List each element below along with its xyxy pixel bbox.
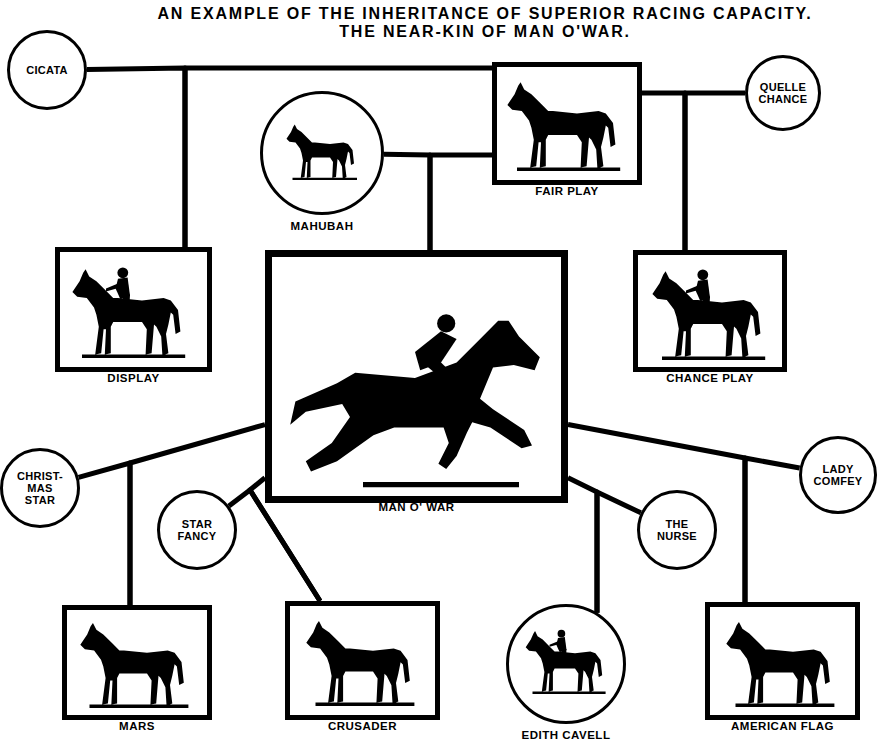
jockey-silhouette: [415, 314, 457, 378]
circle-outline: [260, 91, 384, 215]
horse-circle: MAHUBAH: [260, 91, 384, 215]
horse-circle: CHRIST- MAS STAR: [0, 448, 80, 528]
circle-outline: [508, 606, 625, 723]
horse-circle: CICATA: [7, 30, 87, 110]
horse-rider-silhouette: [652, 269, 765, 360]
horse-silhouette: [507, 82, 620, 171]
dam-name: STAR FANCY: [168, 518, 226, 542]
horse-name: EDITH CAVELL: [522, 729, 611, 742]
rider-silhouette: [550, 630, 567, 664]
horse-name: AMERICAN FLAG: [731, 720, 834, 733]
horse-silhouette: [306, 621, 414, 706]
horse-portrait-box: DISPLAY: [55, 247, 212, 372]
horse-name: CRUSADER: [328, 720, 397, 733]
pedigree-line: [130, 425, 265, 605]
horse-name: MAN O' WAR: [378, 501, 454, 514]
pedigree-line: [229, 490, 320, 601]
horse-portrait-box: CRUSADER: [285, 601, 440, 720]
horse-rider-silhouette: [72, 267, 185, 358]
pedigree-line: [642, 93, 685, 250]
circle-outline: [747, 57, 820, 130]
horse-silhouette: [287, 125, 358, 181]
horse-silhouette: [290, 321, 540, 487]
horse-portrait-box: MARS: [62, 605, 212, 720]
circle-outline: [262, 93, 383, 214]
pedigree-line: [745, 458, 800, 602]
pedigree-line: [685, 93, 745, 250]
horse-rider-silhouette: [526, 630, 606, 694]
horse-silhouette: [80, 623, 188, 708]
horse-name: FAIR PLAY: [535, 185, 599, 198]
horse-circle: LADY COMFEY: [799, 436, 877, 514]
horse-circle: STAR FANCY: [157, 490, 237, 570]
horse-portrait-box: MAN O' WAR: [265, 250, 568, 503]
horse-portrait-box: CHANCE PLAY: [633, 250, 787, 372]
horse-circle: THE NURSE: [637, 490, 717, 570]
horse-name: CHANCE PLAY: [666, 372, 754, 385]
dam-name: LADY COMFEY: [809, 463, 867, 487]
dam-name: CICATA: [26, 64, 68, 76]
dam-name: QUELLE CHANCE: [754, 81, 812, 105]
dam-name: THE NURSE: [648, 518, 706, 542]
pedigree-line: [79, 463, 130, 605]
pedigree-line: [87, 68, 185, 247]
pedigree-line: [597, 492, 641, 613]
rider-silhouette: [686, 269, 710, 316]
circle-outline: [159, 492, 236, 569]
circle-outline: [801, 438, 876, 513]
pedigree-line: [430, 155, 492, 250]
circle-outline: [506, 604, 626, 724]
horse-portrait-box: AMERICAN FLAG: [705, 602, 860, 720]
horse-name: MARS: [119, 720, 155, 733]
galloping-horse-silhouette: [290, 314, 540, 487]
circle-outline: [9, 32, 86, 109]
pedigree-line: [568, 425, 745, 602]
horse-name: MAHUBAH: [291, 220, 354, 233]
circle-outline: [2, 450, 79, 527]
pedigree-line: [384, 154, 430, 250]
circle-outline: [639, 492, 716, 569]
horse-circle: EDITH CAVELL: [506, 604, 626, 724]
horse-circle: QUELLE CHANCE: [745, 55, 821, 131]
horse-silhouette: [726, 622, 834, 707]
horse-portrait-box: FAIR PLAY: [492, 62, 642, 185]
rider-silhouette: [106, 267, 130, 314]
diagram-title: AN EXAMPLE OF THE INHERITANCE OF SUPERIO…: [142, 5, 828, 42]
dam-name: CHRIST- MAS STAR: [15, 470, 65, 506]
pedigree-line: [568, 478, 597, 613]
horse-name: DISPLAY: [107, 372, 159, 385]
